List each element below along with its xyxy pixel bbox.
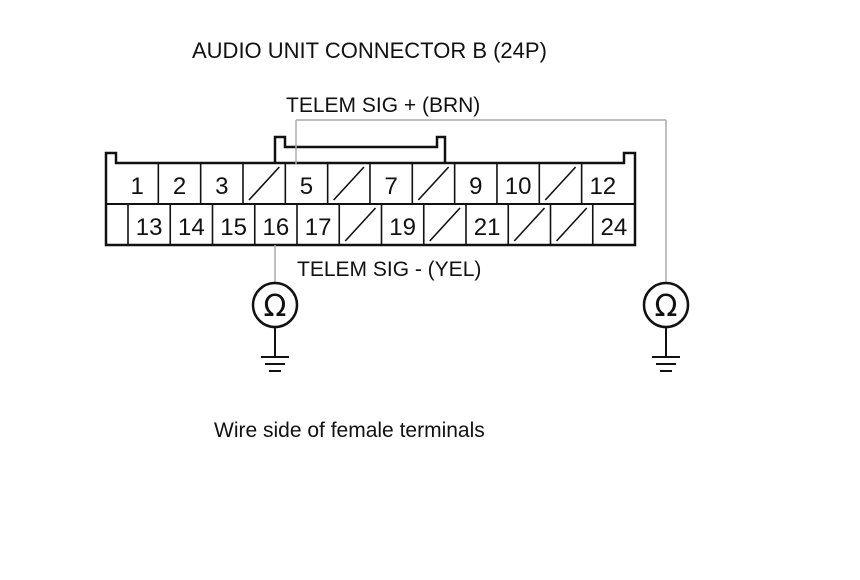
connector-cell: 5: [300, 163, 329, 204]
connector-cell: 2: [173, 163, 202, 204]
probe-wire-positive: [295, 119, 667, 283]
pin-number-13: 13: [136, 214, 163, 241]
empty-cavity-slash: [417, 166, 450, 201]
empty-cavity-slash: [429, 207, 461, 242]
pin-number-3: 3: [215, 173, 228, 200]
pin-number-17: 17: [305, 214, 332, 241]
pin-number-16: 16: [263, 214, 290, 241]
pin-number-1: 1: [130, 173, 143, 200]
pin-number-9: 9: [469, 173, 482, 200]
ohmmeter-icon: Ω: [642, 281, 690, 329]
pin-number-5: 5: [300, 173, 313, 200]
connector-cell: [513, 204, 552, 245]
pin-number-10: 10: [505, 173, 532, 200]
connector-cell: 13: [136, 204, 172, 245]
empty-cavity-slash: [344, 207, 377, 242]
ohmmeter-icon: Ω: [251, 281, 299, 329]
pin-number-2: 2: [173, 173, 186, 200]
pin-number-19: 19: [389, 214, 416, 241]
connector-cell: 15: [220, 204, 256, 245]
wire-label-positive: TELEM SIG + (BRN): [286, 94, 480, 117]
connector-cell: 21: [474, 204, 510, 245]
connector-cell: 14: [178, 204, 214, 245]
connector-cell: 3: [215, 163, 244, 204]
connector-cell: [333, 163, 371, 204]
ohm-symbol-left: Ω: [264, 289, 287, 324]
diagram-caption: Wire side of female terminals: [214, 419, 485, 442]
ohm-symbol-right: Ω: [655, 289, 678, 324]
connector-cell: 17: [305, 204, 341, 245]
wire-label-negative: TELEM SIG - (YEL): [297, 258, 481, 281]
connector-cell: 16: [263, 204, 298, 245]
pin-number-14: 14: [178, 214, 205, 241]
ground-icon: [261, 327, 289, 372]
connector-cell: [544, 163, 583, 204]
pin-number-7: 7: [384, 173, 397, 200]
connector-cell: [417, 163, 456, 204]
connector-cell: [429, 204, 467, 245]
pin-number-15: 15: [220, 214, 247, 241]
connector-cell: 12: [589, 173, 616, 200]
connector-cell: 24: [601, 214, 628, 241]
connector-cell: 7: [384, 163, 414, 204]
connector-cell: [344, 204, 383, 245]
pin-number-21: 21: [474, 214, 501, 241]
connector-cell: [248, 163, 287, 204]
connector-cell: 1: [130, 163, 160, 204]
connector-cell: 10: [505, 163, 541, 204]
diagram-title: AUDIO UNIT CONNECTOR B (24P): [192, 38, 547, 63]
connector-cell: 19: [389, 204, 425, 245]
ground-icon: [652, 327, 680, 372]
pin-number-24: 24: [601, 214, 628, 241]
empty-cavity-slash: [555, 207, 588, 242]
connector-cell: [555, 204, 594, 245]
empty-cavity-slash: [513, 207, 546, 242]
connector-bottom-row: 13 14 15 16 17 19 21 24: [127, 204, 628, 245]
empty-cavity-slash: [544, 166, 577, 201]
pin-number-12: 12: [589, 173, 616, 200]
empty-cavity-slash: [248, 166, 280, 201]
connector-cell: 9: [469, 163, 498, 204]
empty-cavity-slash: [333, 166, 365, 201]
